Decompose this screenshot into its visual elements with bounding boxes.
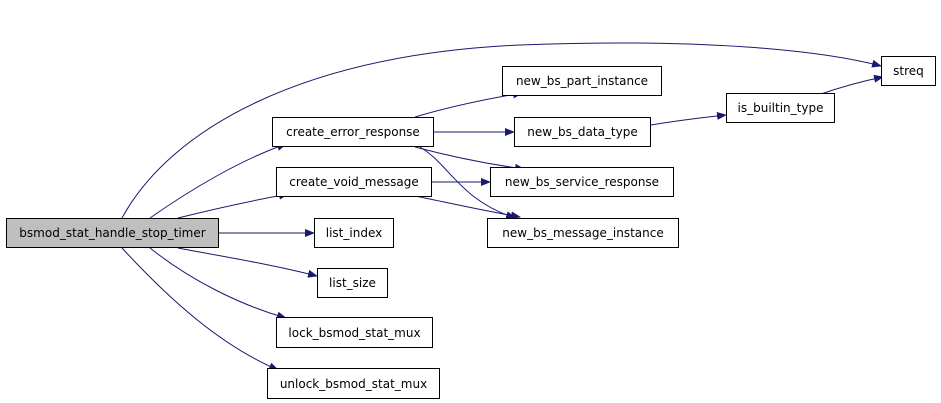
node-new-bs-data-type[interactable]: new_bs_data_type [514, 117, 651, 147]
node-new-bs-part-instance[interactable]: new_bs_part_instance [502, 66, 662, 96]
edge-root-to-streq [121, 42, 882, 219]
node-is-builtin-type[interactable]: is_builtin_type [726, 93, 835, 123]
node-list-index[interactable]: list_index [314, 218, 394, 248]
node-create-error-response[interactable]: create_error_response [272, 117, 434, 147]
edge-new-bs-data-type-to-is-builtin-type [650, 111, 727, 126]
edge-root-to-list-size [177, 247, 318, 278]
edge-create-error-response-to-new-bs-part-instance [414, 90, 523, 118]
edge-create-error-response-to-new-bs-service-response [414, 146, 525, 172]
node-bsmod-stat-handle-stop-timer[interactable]: bsmod_stat_handle_stop_timer [6, 218, 219, 248]
node-new-bs-service-response[interactable]: new_bs_service_response [490, 167, 674, 197]
edge-create-void-message-to-new-bs-message-instance [414, 195, 521, 220]
node-create-void-message[interactable]: create_void_message [276, 167, 432, 197]
edge-root-to-create-error-response [149, 143, 287, 219]
node-new-bs-message-instance[interactable]: new_bs_message_instance [487, 218, 679, 248]
node-list-size[interactable]: list_size [317, 268, 388, 298]
edge-root-to-unlock-bsmod-stat-mux [121, 247, 279, 371]
node-lock-bsmod-stat-mux[interactable]: lock_bsmod_stat_mux [276, 317, 433, 348]
node-streq[interactable]: streq [881, 56, 936, 86]
node-unlock-bsmod-stat-mux[interactable]: unlock_bsmod_stat_mux [267, 368, 440, 399]
edge-root-to-lock-bsmod-stat-mux [149, 247, 287, 320]
edge-root-to-create-void-message [177, 191, 289, 219]
